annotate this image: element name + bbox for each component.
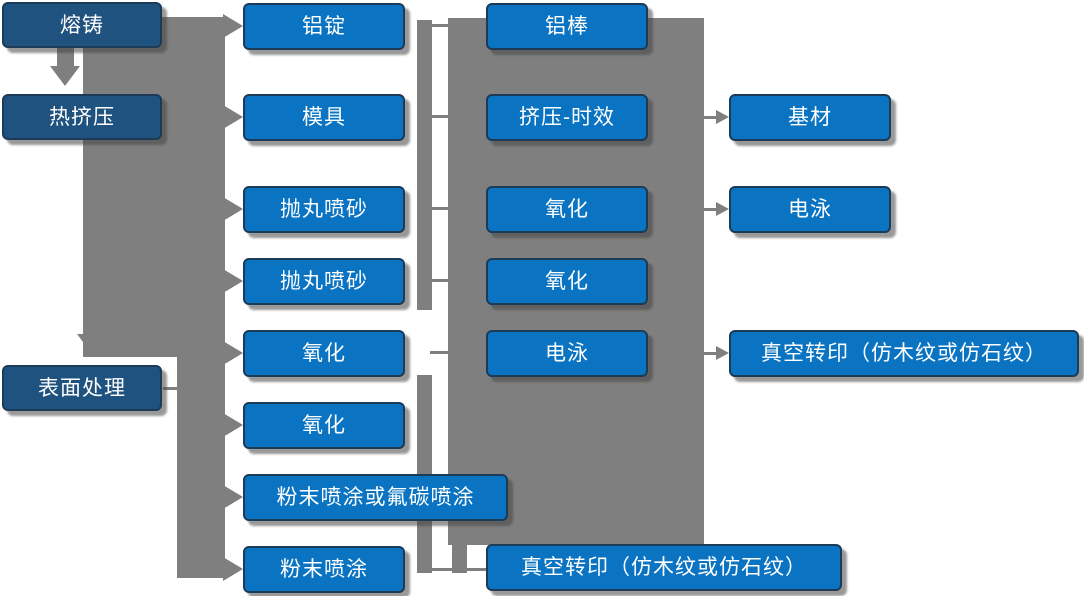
arrow-right-small-icon-3 [716,346,729,360]
flow-node-powder-coating: 粉末喷涂 [243,546,405,593]
arrow-right-icon-row-7 [223,485,243,509]
flow-node-shot-blasting-2: 抛丸喷砂 [243,258,405,305]
arrow-right-small-icon-2 [716,202,729,216]
connector-line-down-arrow-shaft [57,48,74,68]
flow-node-oxidation-2: 氧化 [243,402,405,449]
connector-line-bridge-row-2 [430,115,450,118]
connector-line-small-arrow-shaft-1 [704,116,717,119]
connector-line-bottom-row-link [417,568,486,571]
arrow-right-icon-row-3 [223,197,243,221]
flow-node-oxidation-3: 氧化 [486,186,648,233]
flow-node-hot-extrusion: 热挤压 [2,94,162,140]
flow-node-vacuum-transfer-print-right: 真空转印（仿木纹或仿石纹） [729,330,1079,377]
connector-mid-narrow-bar-upper [417,20,432,310]
flow-node-oxidation-1: 氧化 [243,330,405,377]
connector-line-small-arrow-shaft-3 [704,352,717,355]
connector-line-bridge-row-5 [430,351,450,354]
connector-left-slab [83,17,225,357]
flow-node-aluminum-rod: 铝棒 [486,3,648,50]
flow-node-extrusion-aging: 挤压-时效 [486,94,648,141]
connector-line-bridge-row-1 [430,24,450,27]
arrow-right-icon-row-8 [223,557,243,581]
arrow-right-small-icon-1 [716,110,729,124]
connector-left-lower-band [177,357,225,578]
arrow-right-icon-row-4 [223,269,243,293]
flow-node-vacuum-transfer-print-bottom: 真空转印（仿木纹或仿石纹） [486,544,842,591]
arrow-right-icon-row-2 [223,105,243,129]
arrow-down-icon-melt-to-hot-extrusion [50,66,80,86]
flow-node-powder-or-fluorocarbon-coating: 粉末喷涂或氟碳喷涂 [243,474,508,521]
arrow-down-icon-slab-to-surface-treatment [77,334,107,354]
connector-mid-bottom-strip [452,521,467,573]
connector-line-bridge-row-3 [430,207,450,210]
flow-node-aluminum-ingot: 铝锭 [243,3,405,50]
flow-node-shot-blasting-1: 抛丸喷砂 [243,186,405,233]
flow-node-electrophoresis-2: 电泳 [729,186,891,233]
flow-node-base-material: 基材 [729,94,891,141]
flow-node-melt-casting: 熔铸 [2,2,162,48]
arrow-right-icon-row-6 [223,413,243,437]
arrow-right-icon-row-1 [223,14,243,38]
connector-line-bridge-row-4 [430,279,450,282]
flow-node-electrophoresis-1: 电泳 [486,330,648,377]
arrow-right-icon-row-5 [223,341,243,365]
connector-line-small-arrow-shaft-2 [704,208,717,211]
flow-node-surface-treatment: 表面处理 [2,365,162,411]
flow-node-oxidation-4: 氧化 [486,258,648,305]
connector-line-surface-treatment-link [163,387,178,390]
flow-node-mold: 模具 [243,94,405,141]
